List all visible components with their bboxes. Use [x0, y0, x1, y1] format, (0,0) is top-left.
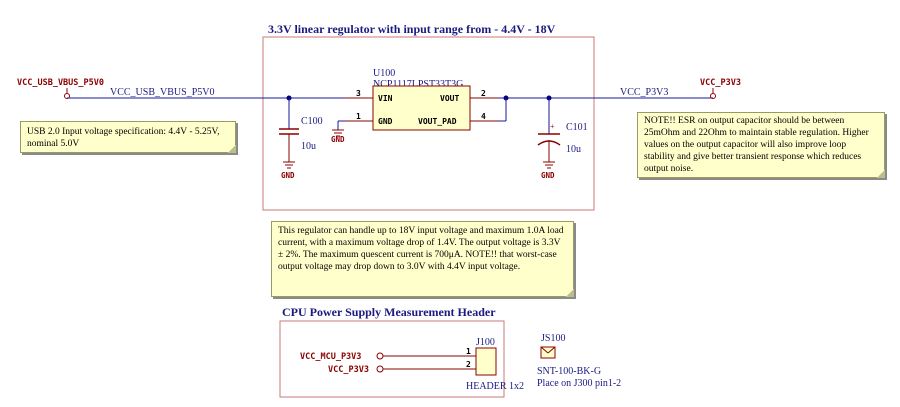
esr-note: NOTE!! ESR on output capacitor should be…: [637, 112, 885, 178]
regulator-u100: U100 NCP1117LPST33T3G VIN 3 GND 1 VOUT 2…: [345, 68, 498, 131]
u100-pin-vin: VIN: [378, 94, 393, 103]
u100-pin-vout-num: 2: [481, 89, 486, 98]
c101-ref: C101: [566, 122, 588, 133]
c101-polarity-mark: +: [550, 122, 555, 131]
u100-pin-gnd: GND: [378, 117, 393, 126]
c100-value: 10u: [301, 141, 316, 152]
u100-part-number: NCP1117LPST33T3G: [373, 79, 463, 90]
c100-ref: C100: [301, 116, 323, 127]
js100-part: SNT-100-BK-G: [537, 366, 601, 377]
note-fold-corner: [566, 289, 574, 297]
regulator-spec-note-text: This regulator can handle up to 18V inpu…: [278, 226, 564, 272]
header-section-title: CPU Power Supply Measurement Header: [282, 305, 496, 319]
note-fold-corner: [228, 145, 236, 153]
js100-ref: JS100: [541, 333, 565, 344]
capacitor-c101: + C101 10u: [537, 98, 588, 162]
j100-pin2-net: VCC_P3V3: [328, 365, 369, 375]
regulator-section-title: 3.3V linear regulator with input range f…: [268, 22, 556, 36]
ground-symbol-c101: GND: [541, 161, 555, 180]
capacitor-c100: C100 10u: [279, 98, 323, 162]
j100-pin1-num: 1: [466, 347, 471, 356]
u100-designator: U100: [373, 68, 395, 79]
gnd-label-c100: GND: [281, 171, 295, 180]
usb-voltage-note-text: USB 2.0 Input voltage specification: 4.4…: [27, 127, 220, 149]
header-section-box: [279, 320, 505, 398]
u100-pin-vin-num: 3: [356, 89, 361, 98]
j100-pin2-num: 2: [466, 360, 471, 369]
regulator-spec-note: This regulator can handle up to 18V inpu…: [271, 221, 574, 297]
input-port-label: VCC_USB_VBUS_P5V0: [17, 78, 104, 88]
j100-body: [475, 347, 497, 376]
u100-pin-gnd-num: 1: [356, 112, 361, 121]
output-power-port: VCC_P3V3: [700, 78, 741, 99]
regulator-section-box: [262, 36, 595, 211]
header-j100: J100 1 2 VCC_MCU_P3V3 VCC_P3V3 HEADER 1x…: [300, 337, 524, 392]
output-port-label: VCC_P3V3: [700, 78, 741, 88]
esr-note-text: NOTE!! ESR on output capacitor should be…: [644, 116, 869, 174]
input-power-port: VCC_USB_VBUS_P5V0: [17, 78, 104, 99]
gnd-label-u100: GND: [331, 135, 345, 144]
u100-pin-vout-pad: VOUT_PAD: [418, 117, 457, 126]
j100-part: HEADER 1x2: [466, 381, 524, 392]
u100-pin-vout-pad-num: 4: [481, 112, 486, 121]
input-wire-net-label: VCC_USB_VBUS_P5V0: [110, 87, 214, 98]
ground-symbol-u100: GND: [331, 129, 345, 144]
gnd-label-c101: GND: [541, 171, 555, 180]
output-wire-net-label: VCC_P3V3: [620, 87, 668, 98]
ground-symbol-c100: GND: [281, 161, 295, 180]
note-fold-corner: [877, 170, 885, 178]
js100-note: Place on J300 pin1-2: [537, 378, 621, 389]
u100-body: [372, 85, 471, 131]
j100-designator: J100: [476, 337, 495, 348]
j100-pin1-net: VCC_MCU_P3V3: [300, 352, 361, 362]
usb-voltage-note: USB 2.0 Input voltage specification: 4.4…: [20, 121, 236, 153]
c101-value: 10u: [566, 144, 581, 155]
jumper-js100: JS100 SNT-100-BK-G Place on J300 pin1-2: [537, 333, 621, 389]
u100-pin-vout: VOUT: [440, 94, 459, 103]
